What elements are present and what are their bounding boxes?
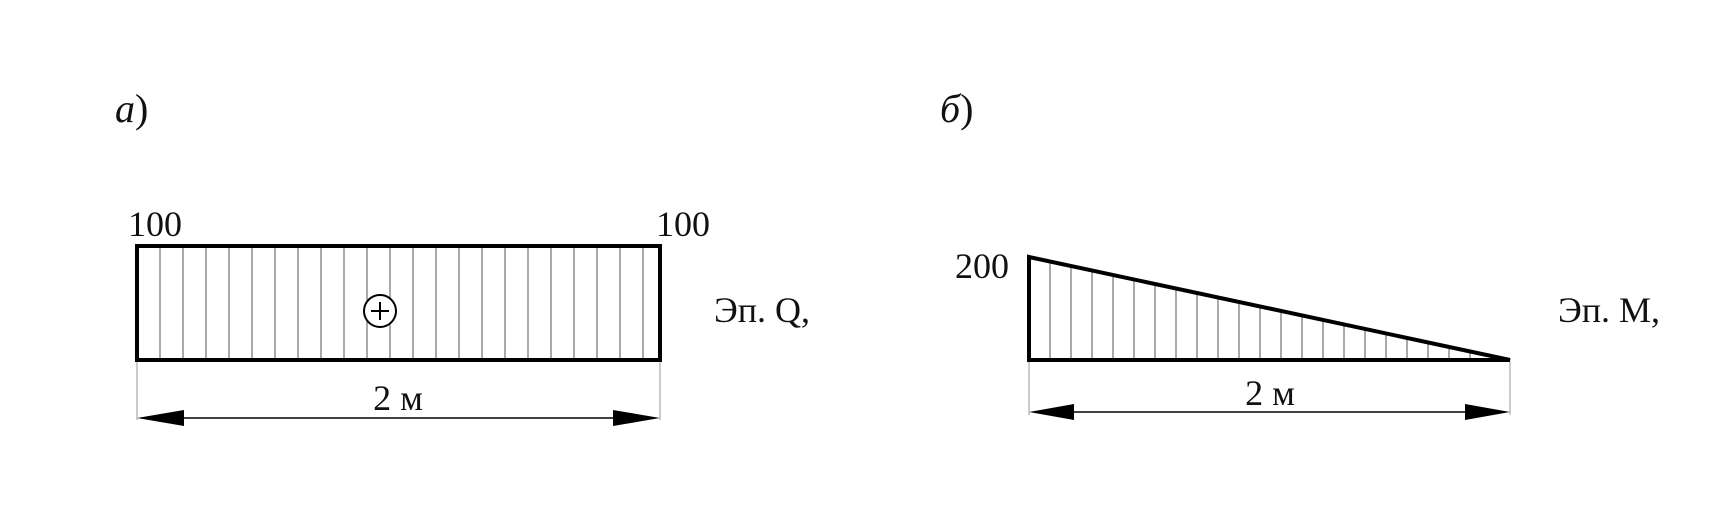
moment-value-left: 200 (955, 246, 1009, 286)
moment-diagram-hatch (1049, 261, 1492, 360)
dim-a-text: 2 м (373, 378, 423, 418)
panel-b-paren: ) (960, 86, 973, 131)
dim-a-arrow-left (137, 410, 184, 426)
shear-diagram-title: Эп. Q, (714, 290, 810, 330)
dim-a-arrow-right (613, 410, 660, 426)
svg-text:б): б) (940, 86, 973, 131)
shear-value-right: 100 (656, 204, 710, 244)
svg-text:а): а) (115, 86, 148, 131)
dim-b-arrow-right (1465, 404, 1510, 420)
shear-diagram-rect (135, 244, 662, 362)
dim-b-text: 2 м (1245, 373, 1295, 413)
shear-value-left: 100 (128, 204, 182, 244)
moment-diagram-triangle (1027, 254, 1511, 362)
panel-b-letter: б (940, 86, 962, 131)
panel-a: а) 100 100 2 м Эп. Q, (115, 86, 810, 426)
panel-a-letter: а (115, 86, 135, 131)
dim-b-arrow-left (1029, 404, 1074, 420)
shear-diagram-hatch (159, 246, 644, 360)
panel-a-paren: ) (135, 86, 148, 131)
moment-diagram-title: Эп. M, (1558, 290, 1660, 330)
panel-b: б) 200 2 м Эп. M, (940, 86, 1660, 420)
